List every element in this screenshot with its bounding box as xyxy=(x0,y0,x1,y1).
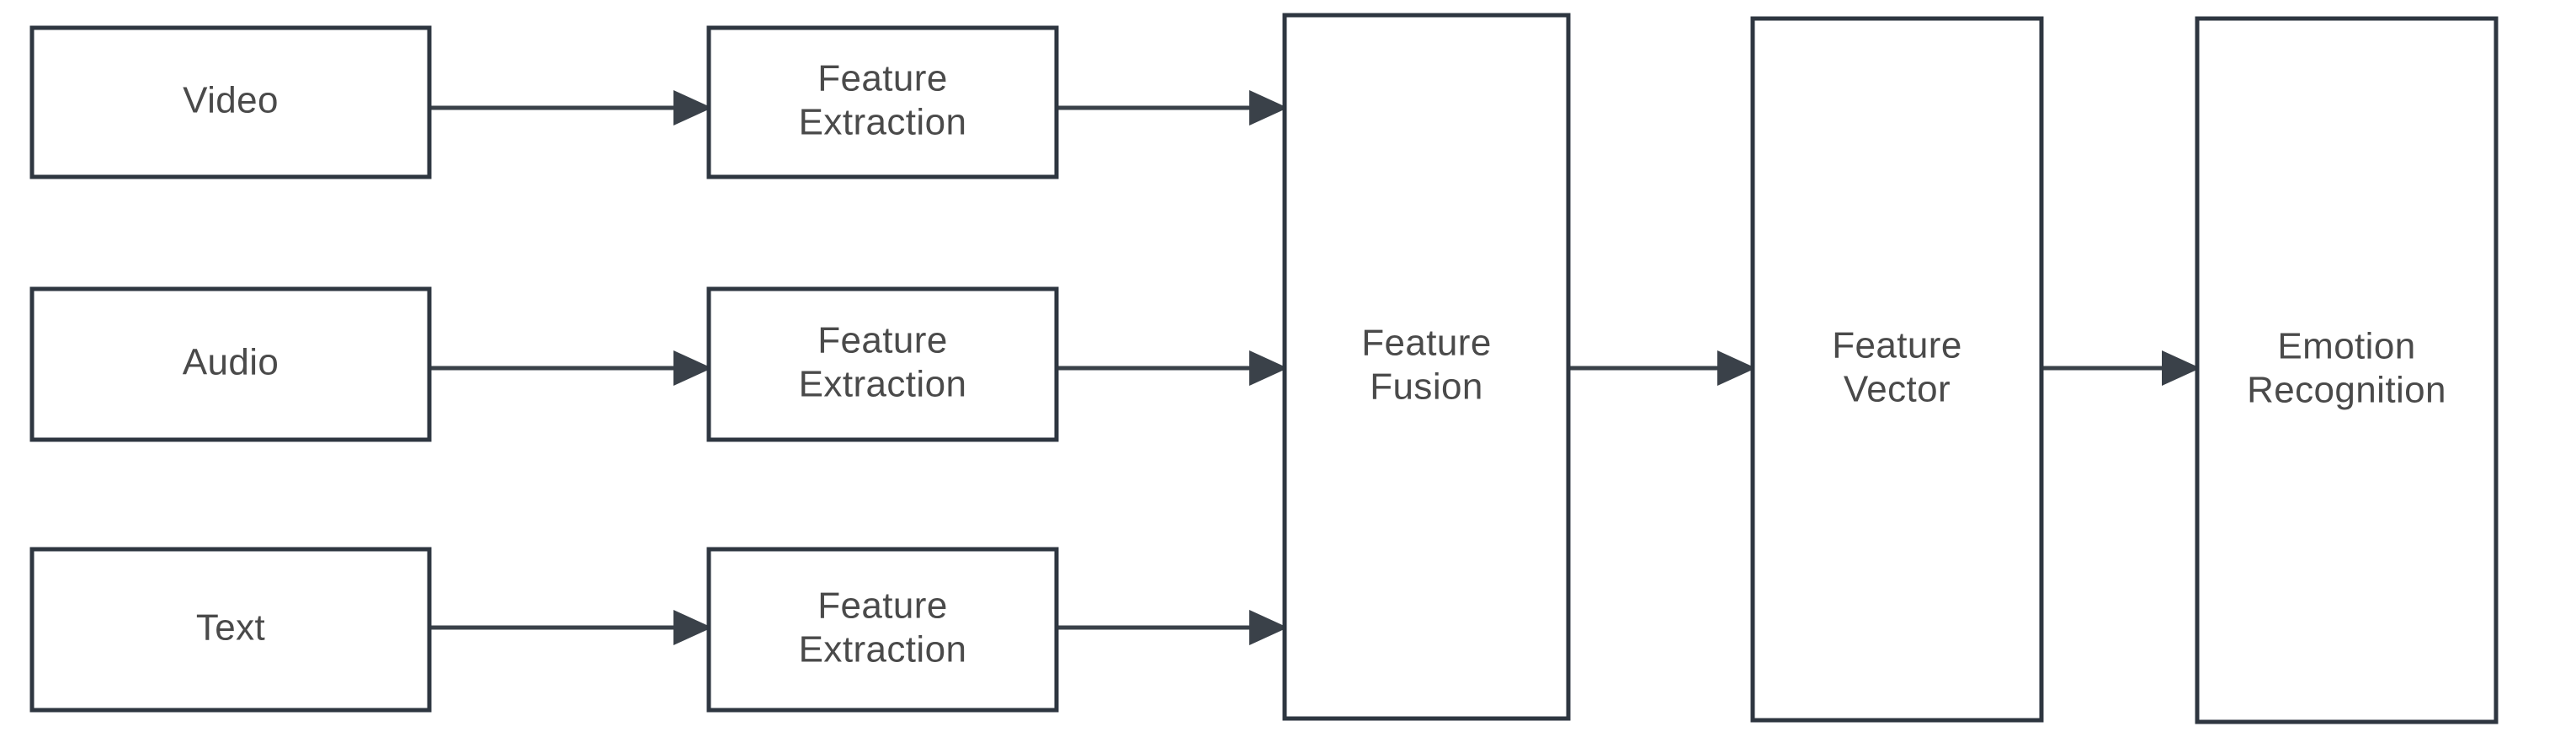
node-label-line: Fusion xyxy=(1370,366,1482,407)
node-label-line: Text xyxy=(196,606,265,648)
edge-text-to-fe xyxy=(429,610,712,645)
node-box[interactable] xyxy=(29,547,432,713)
edge-audio-to-fe xyxy=(429,350,712,386)
node-label-line: Feature xyxy=(817,585,947,626)
arrowhead-icon xyxy=(1717,350,1756,386)
node-box[interactable] xyxy=(706,286,1059,442)
node-label-line: Extraction xyxy=(799,101,967,142)
node-label-line: Recognition xyxy=(2247,369,2446,410)
arrowhead-icon xyxy=(2162,350,2201,386)
edge-fusion-to-vec xyxy=(1568,350,1756,386)
node-label-line: Emotion xyxy=(2277,325,2415,366)
node-text[interactable]: Text xyxy=(29,547,432,713)
node-box[interactable] xyxy=(706,547,1059,713)
node-box[interactable] xyxy=(29,286,432,442)
edge-fet-to-fusion xyxy=(1056,610,1288,645)
arrowhead-icon xyxy=(673,610,712,645)
node-box[interactable] xyxy=(706,25,1059,179)
node-label: Audio xyxy=(183,341,279,382)
node-label-line: Feature xyxy=(1832,324,1961,366)
edges-layer xyxy=(429,90,2201,645)
edge-vec-to-emo xyxy=(2041,350,2201,386)
node-label-line: Feature xyxy=(1361,322,1491,363)
arrowhead-icon xyxy=(1249,90,1288,126)
node-label-line: Audio xyxy=(183,341,279,382)
node-label-line: Vector xyxy=(1844,368,1951,409)
node-label-line: Video xyxy=(183,79,279,120)
edge-video-to-fe xyxy=(429,90,712,126)
node-box[interactable] xyxy=(29,25,432,179)
node-box[interactable] xyxy=(2195,16,2499,724)
node-box[interactable] xyxy=(1282,13,1571,721)
arrowhead-icon xyxy=(673,90,712,126)
edge-fev-to-fusion xyxy=(1056,90,1288,126)
node-label-line: Feature xyxy=(817,319,947,361)
arrowhead-icon xyxy=(673,350,712,386)
node-label-line: Extraction xyxy=(799,628,967,670)
node-label: Video xyxy=(183,79,279,120)
node-label-line: Feature xyxy=(817,57,947,99)
edge-fea-to-fusion xyxy=(1056,350,1288,386)
node-audio[interactable]: Audio xyxy=(29,286,432,442)
node-box[interactable] xyxy=(1750,16,2044,723)
node-video[interactable]: Video xyxy=(29,25,432,179)
arrowhead-icon xyxy=(1249,610,1288,645)
node-label: Text xyxy=(196,606,265,648)
arrowhead-icon xyxy=(1249,350,1288,386)
node-label-line: Extraction xyxy=(799,363,967,404)
